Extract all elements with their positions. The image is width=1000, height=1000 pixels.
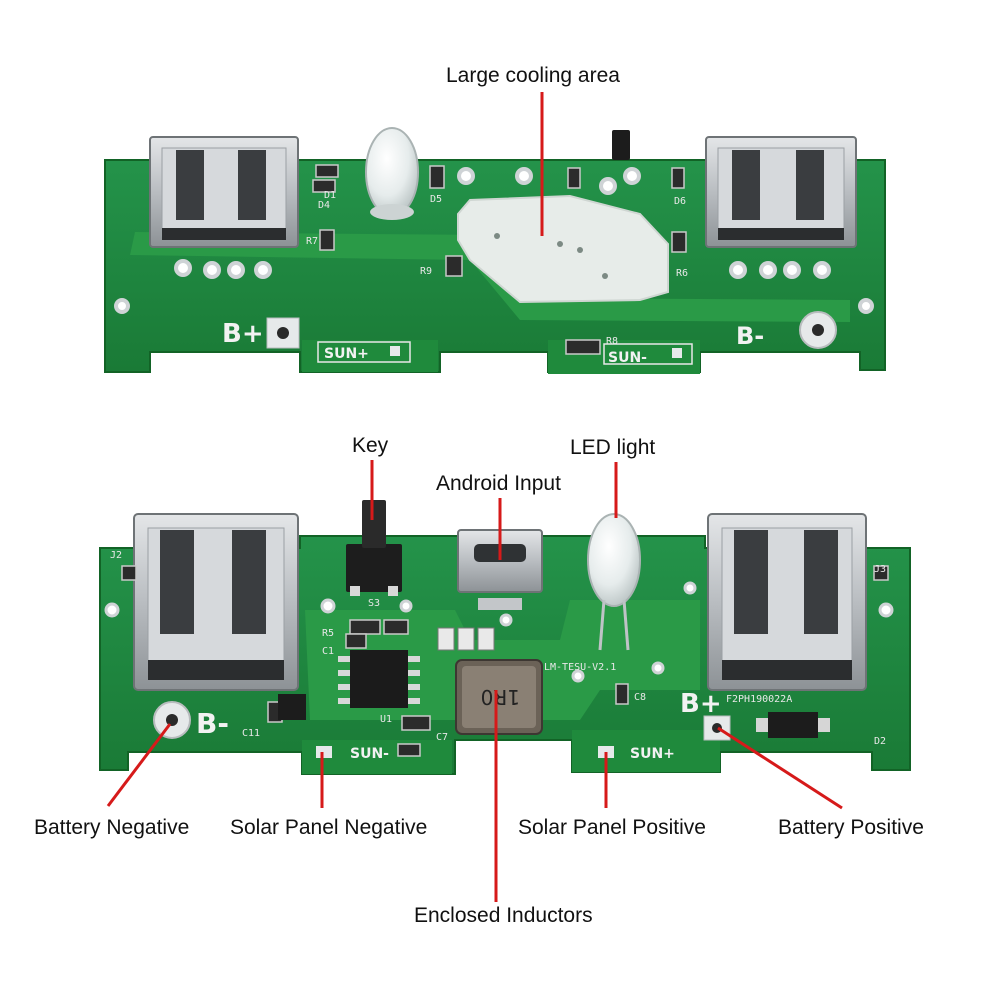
pointer-lines	[106, 92, 843, 902]
bottom-usb-left	[133, 513, 299, 691]
callout-enclosed-inductors: Enclosed Inductors	[414, 904, 593, 927]
bottom-b-minus-label: B-	[196, 707, 229, 740]
callout-solar-positive: Solar Panel Positive	[518, 816, 706, 839]
top-d6-label: D6	[674, 196, 686, 207]
pointer-bat-neg	[106, 723, 172, 807]
top-b-minus-label: B-	[736, 322, 764, 350]
top-sun-plus-label: SUN+	[324, 346, 369, 362]
bottom-sun-minus-pad	[316, 746, 332, 758]
bottom-micro-usb	[457, 529, 543, 610]
bottom-c7-label: C7	[436, 732, 448, 743]
bottom-sun-minus-label: SUN-	[350, 746, 389, 762]
bottom-usb-right	[707, 513, 867, 691]
top-usb-left	[149, 136, 299, 248]
bottom-diodes	[278, 694, 830, 738]
callout-cooling-area: Large cooling area	[446, 64, 620, 87]
callout-led-light: LED light	[570, 436, 656, 459]
bottom-u1-label: U1	[380, 714, 392, 725]
top-board: B+ B- SUN+ SUN- D4 D1 R7 R9 R8 R6 D6 D5	[104, 127, 886, 374]
bottom-ic-u1	[338, 650, 420, 708]
top-b-minus-pad	[799, 311, 837, 349]
bottom-r5-label: R5	[322, 628, 334, 639]
bottom-s3-label: S3	[368, 598, 380, 609]
top-smd-parts	[312, 164, 687, 355]
bottom-c8-label: C8	[634, 692, 646, 703]
bottom-serial-label: F2PH190022A	[726, 694, 792, 705]
bottom-sun-plus-label: SUN+	[630, 746, 675, 762]
callout-battery-positive: Battery Positive	[778, 816, 924, 839]
bottom-led	[587, 513, 641, 651]
top-r7-label: R7	[306, 236, 318, 247]
top-d5-label: D5	[430, 194, 442, 205]
callout-key: Key	[352, 434, 389, 457]
bottom-holes	[104, 581, 894, 683]
bottom-model-label: LM-TESU-V2.1	[544, 662, 616, 673]
bottom-d2-label: D2	[874, 736, 886, 747]
callout-android-input: Android Input	[436, 472, 561, 495]
top-d1-label: D1	[324, 190, 336, 201]
top-r6-label: R6	[676, 268, 688, 279]
bottom-caps	[437, 627, 495, 651]
bottom-b-minus-pad	[153, 701, 191, 739]
bottom-j2-label: J2	[110, 550, 122, 561]
bottom-c1-label: C1	[322, 646, 334, 657]
bottom-inductor: 1R0	[455, 659, 543, 735]
bottom-sun-plus-tab	[572, 730, 720, 772]
top-holes	[114, 167, 874, 314]
inductor-mark: 1R0	[481, 685, 520, 709]
top-r8-label: R8	[606, 336, 618, 347]
top-sun-minus-box	[603, 343, 693, 365]
bottom-c11-label: C11	[242, 728, 260, 739]
bottom-j3-label: J3	[874, 564, 886, 575]
top-r9-label: R9	[420, 266, 432, 277]
top-key	[612, 130, 630, 160]
bottom-key-switch	[346, 500, 402, 596]
cooling-area-pad	[457, 194, 669, 304]
bottom-board: 1R0	[99, 500, 911, 775]
top-led	[365, 127, 419, 220]
top-usb-right	[705, 136, 857, 248]
top-b-plus-label: B+	[222, 319, 264, 349]
top-sun-plus-tab	[302, 340, 438, 372]
top-d4-label: D4	[318, 200, 330, 211]
bottom-b-plus-label: B+	[680, 689, 722, 719]
top-sun-minus-label: SUN-	[608, 350, 647, 366]
pointer-bat-pos	[717, 726, 843, 810]
top-sun-plus-box	[317, 341, 411, 363]
callout-solar-negative: Solar Panel Negative	[230, 816, 428, 839]
callout-battery-negative: Battery Negative	[34, 816, 190, 839]
